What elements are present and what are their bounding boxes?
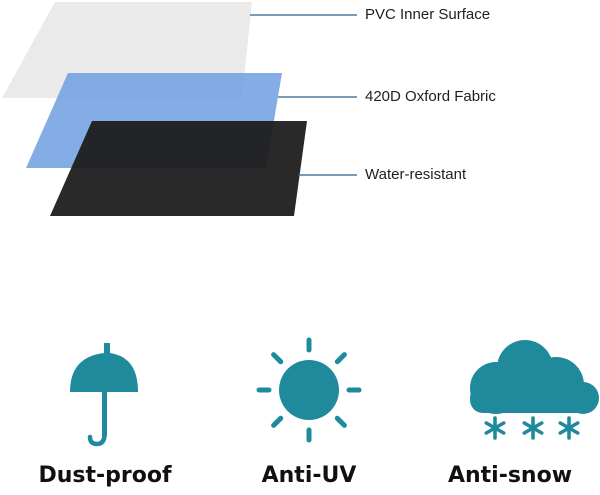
- feature-label-anti-uv: Anti-UV: [261, 463, 357, 488]
- sun-icon: [256, 337, 362, 443]
- umbrella-icon: [70, 343, 138, 447]
- feature-label-dust-proof: Dust-proof: [38, 463, 172, 488]
- snow-cloud-icon: [470, 340, 599, 440]
- layer-sheet-water: [50, 121, 307, 216]
- feature-label-anti-snow: Anti-snow: [447, 463, 573, 488]
- layer-label-water: Water-resistant: [365, 166, 467, 183]
- layer-label-pvc: PVC Inner Surface: [365, 6, 491, 23]
- layer-label-oxford: 420D Oxford Fabric: [365, 88, 496, 105]
